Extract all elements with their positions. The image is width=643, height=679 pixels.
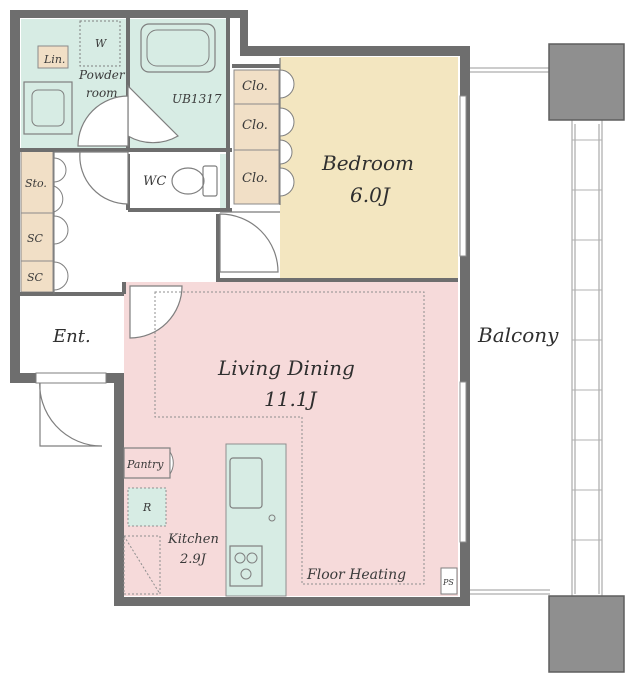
bedroom-label: Bedroom — [321, 151, 414, 175]
ps-label: PS — [442, 578, 454, 587]
door-swings — [39, 84, 279, 447]
storage-area — [20, 150, 54, 293]
balcony-column-top — [548, 43, 625, 121]
balcony-slats — [572, 139, 602, 541]
closet-label-3: Clo. — [242, 171, 268, 186]
ps-box — [440, 567, 458, 595]
entrance-label: Ent. — [52, 326, 91, 347]
ub-label: UB1317 — [172, 92, 222, 106]
faucet — [268, 514, 276, 522]
powder-sink-bowl — [31, 89, 65, 127]
burner-3 — [240, 568, 252, 580]
refrigerator-label: R — [142, 501, 151, 514]
pantry-door — [169, 450, 174, 476]
entrance-area — [21, 296, 123, 372]
kitchen-storage-diagonal — [123, 535, 161, 595]
pantry-label: Pantry — [126, 458, 164, 471]
stove — [229, 545, 263, 587]
interior-walls — [20, 18, 458, 296]
living-dining-size-label: 11.1J — [264, 387, 318, 411]
wc-label: WC — [143, 174, 166, 189]
lin-label: Lin. — [43, 53, 65, 66]
toilet — [171, 165, 218, 197]
hall-area — [54, 151, 220, 281]
bathtub-inner — [146, 29, 210, 67]
balcony-column-bottom — [548, 595, 625, 673]
closet-label-2: Clo. — [242, 118, 268, 133]
powder-room-label-line2: room — [86, 86, 118, 100]
powder-sink — [23, 81, 73, 135]
floor-heating-outline — [154, 291, 425, 585]
washbasin — [79, 20, 121, 67]
bathtub — [140, 23, 216, 73]
closet-area — [233, 69, 280, 205]
balcony-label: Balcony — [477, 323, 559, 347]
powder-room-label-line1: Powder — [78, 68, 126, 82]
kitchen-label: Kitchen — [167, 532, 219, 547]
kitchen-size-label: 2.9J — [179, 552, 207, 567]
sc-label-1: SC — [27, 232, 44, 245]
closet-label-1: Clo. — [242, 79, 268, 94]
kitchen-sink — [229, 457, 263, 509]
kitchen-counter — [225, 443, 287, 597]
bedroom-area — [280, 57, 458, 279]
burner-2 — [246, 552, 258, 564]
linen-cabinet — [37, 45, 69, 69]
entrance-opening — [35, 372, 107, 384]
sc-label-2: SC — [27, 271, 44, 284]
refrigerator — [127, 487, 167, 527]
balcony-railing — [470, 67, 603, 596]
living-dining-label: Living Dining — [217, 356, 355, 380]
east-windows — [459, 95, 467, 543]
closet-door-swings — [53, 69, 295, 291]
w-label: W — [95, 37, 108, 50]
floor-heating-label: Floor Heating — [306, 567, 406, 583]
living-dining-area — [124, 282, 458, 596]
bedroom-size-label: 6.0J — [350, 183, 391, 207]
kitchen-storage — [123, 535, 161, 595]
burner-1 — [234, 552, 246, 564]
sto-label: Sto. — [25, 177, 47, 190]
